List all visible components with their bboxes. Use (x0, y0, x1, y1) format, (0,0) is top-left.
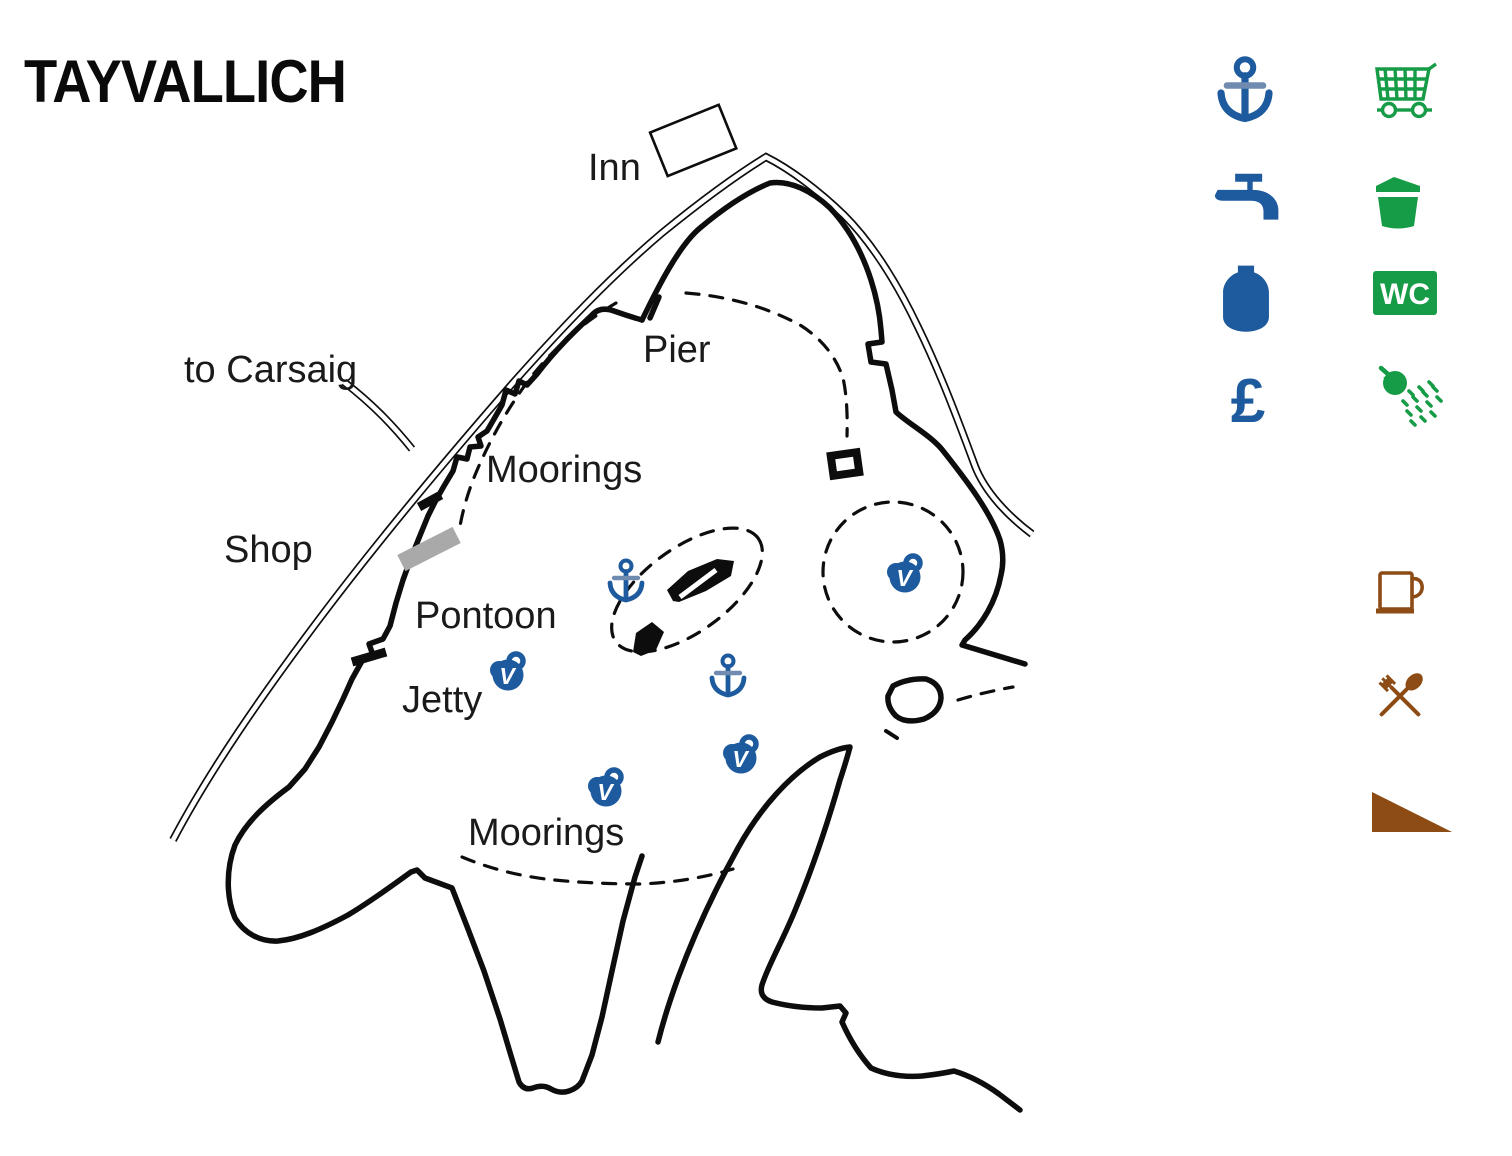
visitor-mooring-letter: V (499, 663, 516, 689)
beer-mug-icon (1376, 571, 1424, 614)
visitor-mooring-letter: V (896, 565, 913, 591)
islet-large (667, 559, 734, 602)
label-pontoon: Pontoon (415, 595, 557, 637)
label-pier: Pier (643, 329, 711, 371)
wc-label: WC (1380, 278, 1430, 311)
visitor-mooring-symbol-4: V (588, 770, 622, 807)
anchorage-limit-northeast (684, 291, 849, 438)
anchorage-symbol-1 (610, 561, 642, 601)
jetty-structure (350, 647, 388, 667)
label-moorings-south: Moorings (468, 812, 624, 854)
legend: WC £ (1214, 59, 1452, 832)
anchorage-limit-south (460, 855, 735, 886)
road-to-carsaig (341, 378, 416, 452)
water-tap-icon (1214, 173, 1279, 220)
slipway-icon (1372, 792, 1452, 832)
shop-jetty-structure (416, 491, 444, 511)
coastline-northeast (639, 179, 1028, 667)
label-jetty: Jetty (402, 679, 482, 721)
page-title: TAYVALLICH (24, 48, 346, 115)
entrance-island-rock (884, 729, 899, 740)
rubbish-bin-icon (1376, 177, 1420, 229)
pound-icon: £ (1231, 367, 1265, 436)
wc-icon: WC (1373, 271, 1437, 315)
channel-dashes (956, 685, 1015, 702)
coastline-spit-southeast (655, 744, 1023, 1113)
inn-building (648, 103, 738, 178)
visitor-mooring-letter: V (597, 779, 614, 805)
mooring-area-east-ring (821, 500, 965, 644)
anchor-icon (1221, 59, 1269, 118)
label-inn: Inn (588, 147, 641, 189)
restaurant-icon (1378, 673, 1423, 717)
pontoon-structure (397, 526, 461, 572)
visitor-mooring-symbol-2: V (887, 556, 921, 593)
label-moorings-north: Moorings (486, 449, 642, 491)
entrance-island (885, 676, 944, 724)
visitor-mooring-symbol-1: V (490, 654, 524, 691)
shopping-trolley-icon (1375, 62, 1437, 119)
islet-small (633, 622, 664, 656)
islet-ring (610, 526, 764, 654)
anchorage-limit-west (457, 301, 618, 534)
anchorage-symbol-2 (712, 656, 744, 696)
shower-icon (1378, 365, 1443, 427)
visitor-mooring-letter: V (732, 746, 749, 772)
main-road (169, 152, 1035, 842)
building-marker (826, 447, 864, 481)
label-to-carsaig: to Carsaig (184, 349, 357, 391)
coastline-west-south (225, 306, 645, 1095)
label-shop: Shop (224, 529, 313, 571)
pier-structure (647, 294, 662, 321)
gas-bottle-icon (1223, 265, 1269, 332)
visitor-mooring-symbol-3: V (723, 737, 757, 774)
